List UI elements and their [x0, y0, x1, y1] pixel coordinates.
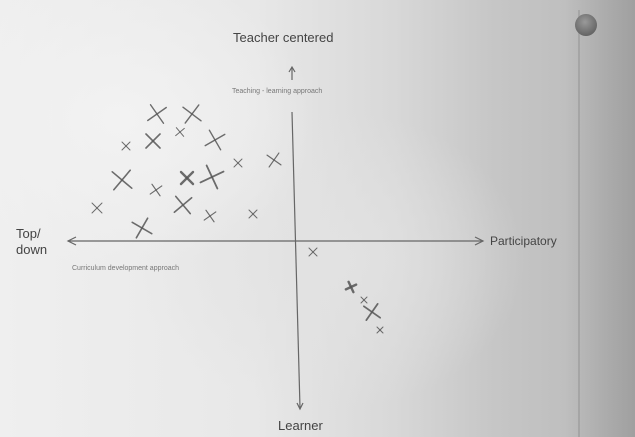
cross-mark	[91, 202, 103, 214]
cross-mark	[204, 129, 226, 151]
cross-mark	[149, 183, 163, 197]
cross-mark	[182, 104, 202, 124]
cross-mark	[376, 326, 384, 334]
cross-mark	[266, 152, 282, 168]
cross-mark	[147, 104, 167, 124]
cross-mark	[131, 217, 153, 239]
cross-mark	[145, 133, 161, 149]
cross-mark	[362, 302, 382, 322]
bottom-arrowhead	[296, 402, 304, 411]
cross-mark	[233, 158, 243, 168]
annotation-teaching-approach: Teaching - learning approach	[232, 88, 323, 95]
cross-mark	[199, 164, 225, 190]
cross-marks	[91, 104, 384, 334]
annotation-curriculum-approach: Curriculum development approach	[72, 265, 179, 272]
cross-mark	[203, 209, 217, 223]
cross-mark	[111, 169, 133, 191]
cross-mark	[179, 170, 195, 186]
right-arrowhead	[474, 236, 485, 246]
cross-mark	[173, 195, 193, 215]
paper-shadow	[565, 0, 635, 437]
cross-mark	[121, 141, 131, 151]
axis-label-bottom: Learner	[278, 418, 323, 433]
cross-mark	[344, 280, 358, 294]
vertical-axis	[291, 111, 301, 409]
top-arrowhead	[288, 65, 296, 73]
axis-label-right: Participatory	[490, 234, 557, 248]
cross-mark	[360, 296, 368, 304]
axis-label-top: Teacher centered	[233, 30, 334, 45]
cross-mark	[175, 127, 185, 137]
cross-mark	[248, 209, 258, 219]
axis-label-left: Top/ down	[16, 226, 48, 257]
left-arrowhead	[66, 236, 77, 246]
paper-fold	[578, 10, 580, 437]
cross-mark	[308, 247, 318, 257]
